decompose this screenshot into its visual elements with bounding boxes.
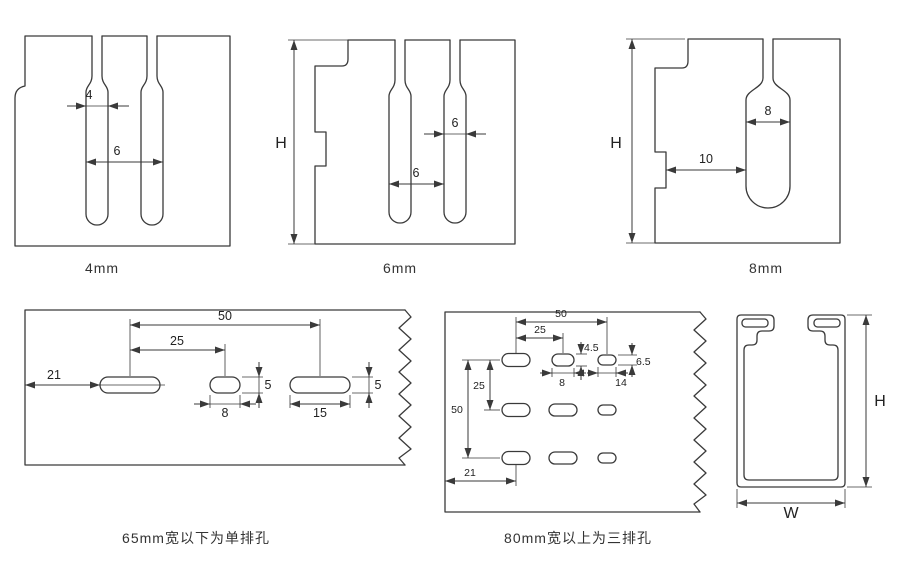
dim-label-span-narrow: 25 <box>170 334 184 348</box>
dim-label-small-hole-width: 8 <box>222 406 229 420</box>
dim-edge-to-slot: 10 <box>666 152 746 174</box>
dim-label-small-hole-width: 14 <box>615 377 627 389</box>
dim-small-hole-width: 8 <box>194 395 256 420</box>
dim-label-mid-hole-height: 4.5 <box>584 342 599 354</box>
hole <box>501 402 531 418</box>
caption-triple-row: 80mm宽以上为三排孔 <box>504 530 652 546</box>
zigzag-break-line <box>398 309 412 466</box>
dim-label-slot-width: 6 <box>452 116 459 130</box>
dim-slot-width: 6 <box>424 116 486 138</box>
dim-label-col-span-wide: 50 <box>555 308 567 320</box>
dim-small-hole-height: 6.5 <box>618 343 651 377</box>
dim-label-row-spacing: 25 <box>473 380 485 392</box>
hole <box>548 451 578 465</box>
hole-long-right <box>289 376 351 394</box>
dim-label-height: H <box>874 393 886 410</box>
dim-large-hole-height: 5 <box>352 362 382 408</box>
dim-label-small-hole-height: 5 <box>265 378 272 392</box>
dim-col-span-wide: 50 <box>516 308 607 326</box>
dim-label-height: H <box>275 135 287 152</box>
dim-col-span-narrow: 25 <box>516 324 563 342</box>
dim-height: H <box>275 39 348 245</box>
dim-label-slot-width: 8 <box>765 104 772 118</box>
dim-slot-width: 8 <box>746 104 790 126</box>
dim-label-edge-offset: 21 <box>464 467 476 479</box>
dim-small-hole-height: 5 <box>242 362 272 408</box>
hole-small-middle <box>209 376 241 394</box>
profile-outline <box>14 35 231 247</box>
cover-groove-left <box>741 318 769 328</box>
dim-label-small-hole-height: 6.5 <box>636 356 651 368</box>
finger-slot-left <box>85 35 109 226</box>
hole <box>597 452 617 464</box>
dim-edge-offset: 21 <box>25 368 165 389</box>
dim-label-height: H <box>610 135 622 152</box>
hole <box>548 403 578 417</box>
hole <box>551 353 575 367</box>
finger-slot <box>745 38 791 209</box>
dim-mid-hole-width: 8 <box>540 368 586 389</box>
dim-width: W <box>736 489 846 520</box>
dim-edge-offset: 21 <box>445 465 517 486</box>
dim-span-wide: 50 <box>130 309 320 329</box>
finger-slot-right <box>140 35 164 226</box>
dim-span-narrow: 25 <box>130 334 225 354</box>
dim-label-width: W <box>783 505 799 520</box>
channel-outline <box>736 314 846 488</box>
profile-4mm-diagram: 4 6 <box>14 35 231 247</box>
profile-outline <box>314 39 516 245</box>
caption-profile-4mm: 4mm <box>84 260 120 276</box>
dim-slot-spacing: 6 <box>86 144 163 166</box>
dim-label-slot-spacing: 6 <box>413 166 420 180</box>
dim-label-edge-to-slot: 10 <box>699 152 713 166</box>
caption-profile-8mm: 8mm <box>748 260 784 276</box>
dim-label-slot-width: 4 <box>86 88 93 102</box>
dim-small-hole-width: 14 <box>587 367 628 389</box>
dim-large-hole-width: 15 <box>289 395 351 420</box>
finger-slot-right <box>443 39 467 224</box>
hole <box>501 450 531 466</box>
cover-groove-right <box>813 318 841 328</box>
dim-slot-spacing: 6 <box>389 166 444 188</box>
panel-outline <box>444 311 701 513</box>
dim-row-span: 50 <box>451 360 472 458</box>
dim-row-spacing: 25 <box>473 360 494 410</box>
dim-height: H <box>610 38 685 244</box>
single-row-pattern-diagram: 50 25 21 8 5 <box>24 309 412 466</box>
triple-row-pattern-diagram: 50 25 4.5 8 6.5 <box>444 308 707 513</box>
zigzag-break-line <box>693 311 707 513</box>
hole <box>597 404 617 416</box>
profile-outline <box>654 38 841 244</box>
dim-label-mid-hole-width: 8 <box>559 377 565 389</box>
dim-label-edge-offset: 21 <box>47 368 61 382</box>
dim-label-large-hole-height: 5 <box>375 378 382 392</box>
finger-slot-left <box>388 39 412 224</box>
caption-single-row: 65mm宽以下为单排孔 <box>122 530 270 546</box>
dim-label-slot-spacing: 6 <box>114 144 121 158</box>
caption-profile-6mm: 6mm <box>382 260 418 276</box>
hole <box>501 352 531 368</box>
cross-section-diagram: H W <box>736 314 886 520</box>
dim-height: H <box>847 314 886 488</box>
dim-mid-hole-height: 4.5 <box>576 342 599 380</box>
dim-label-col-span-narrow: 25 <box>534 324 546 336</box>
panel-outline <box>24 309 406 466</box>
dim-label-span-wide: 50 <box>218 309 232 323</box>
dim-label-large-hole-width: 15 <box>313 406 327 420</box>
profile-6mm-diagram: H 6 6 <box>275 39 516 245</box>
profile-8mm-diagram: H 8 10 <box>610 38 841 244</box>
dim-slot-width: 4 <box>67 88 129 110</box>
dim-label-row-span: 50 <box>451 404 463 416</box>
hole <box>597 354 617 366</box>
